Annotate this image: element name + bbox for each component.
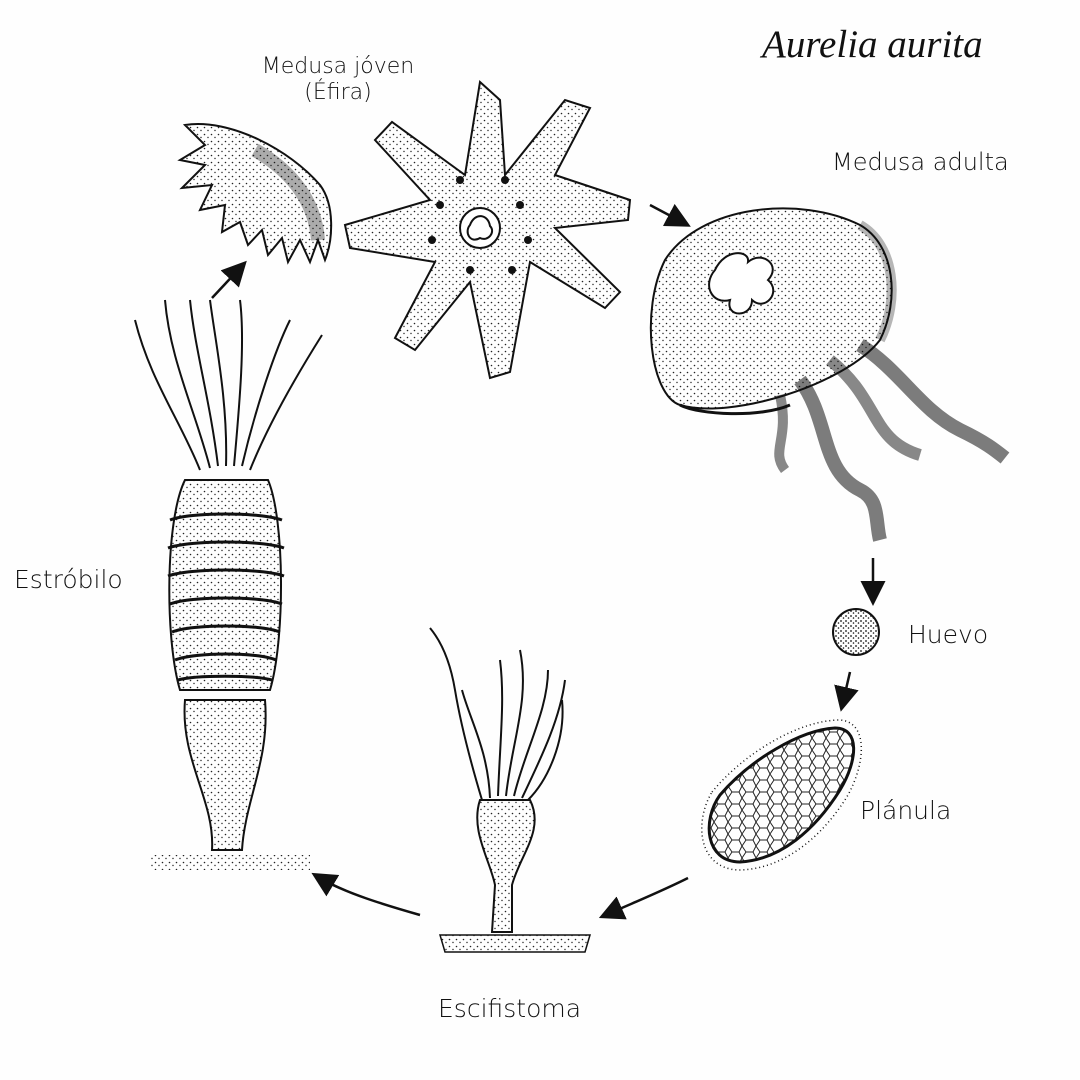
ephyra-top-illustration (343, 80, 632, 380)
ephyra-label: Medusa jóven (Éfira) (238, 54, 438, 107)
strobila-label: Estróbilo (14, 565, 123, 594)
adult-medusa-illustration (649, 207, 1010, 542)
ephyra-label-line1: Medusa jóven (261, 54, 415, 79)
egg-illustration (832, 608, 880, 656)
arrow-egg-to-planula (834, 671, 859, 712)
planula-label: Plánula (860, 796, 952, 825)
planula-illustration (701, 719, 863, 871)
arrow-ephyra-to-adult (649, 203, 691, 227)
ephyra-side-illustration (177, 123, 333, 265)
adult-medusa-label: Medusa adulta (832, 148, 1009, 176)
strobila-illustration (134, 299, 323, 870)
arrow-planula-to-scyphistoma (598, 876, 689, 920)
ephyra-label-line2: (Éfira) (304, 80, 372, 106)
scyphistoma-label: Escifistoma (438, 994, 582, 1023)
arrow-scyphistoma-to-strobila (311, 872, 421, 917)
arrow-strobila-to-ephyra (211, 260, 247, 299)
egg-label: Huevo (908, 620, 989, 649)
scyphistoma-illustration (429, 627, 592, 953)
diagram-title: Aurelia aurita (762, 23, 983, 66)
